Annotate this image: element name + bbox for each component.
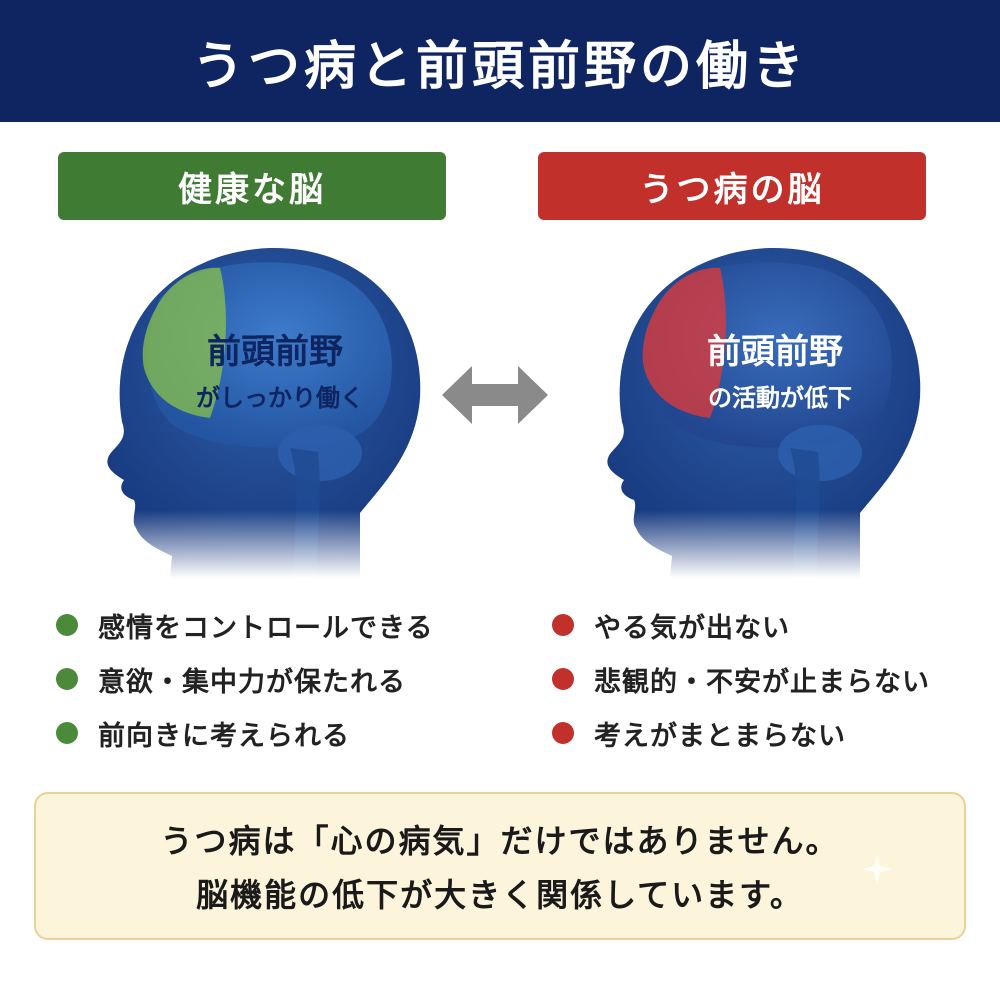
depressed-brain-illustration: 前頭前野 の活動が低下 — [560, 238, 960, 578]
depressed-brain-label: うつ病の脳 — [538, 152, 926, 220]
dot-icon — [552, 614, 574, 636]
healthy-brain-illustration: 前頭前野 がしっかり働く — [60, 238, 460, 578]
summary-note: うつ病は「心の病気」だけではありません。 脳機能の低下が大きく関係しています。 — [34, 792, 966, 940]
depressed-points-list: やる気が出ない 悲観的・不安が止まらない 考えがまとまらない — [552, 598, 930, 760]
list-item-text: やる気が出ない — [594, 612, 790, 644]
note-line-1: うつ病は「心の病気」だけではありません。 — [160, 822, 840, 860]
healthy-overlay-subtitle: がしっかり働く — [196, 384, 364, 412]
list-item: 悲観的・不安が止まらない — [552, 652, 930, 706]
healthy-brain-label: 健康な脳 — [58, 152, 446, 220]
list-item-text: 悲観的・不安が止まらない — [594, 666, 930, 698]
list-item: 意欲・集中力が保たれる — [56, 652, 433, 706]
double-arrow-icon — [442, 366, 548, 424]
page-title: うつ病と前頭前野の働き — [191, 36, 808, 97]
sparkle-icon — [862, 854, 892, 884]
head-silhouette-icon — [60, 238, 460, 578]
list-item-text: 意欲・集中力が保たれる — [98, 666, 406, 698]
dot-icon — [56, 722, 78, 744]
list-item: 感情をコントロールできる — [56, 598, 433, 652]
list-item: 考えがまとまらない — [552, 706, 930, 760]
healthy-points-list: 感情をコントロールできる 意欲・集中力が保たれる 前向きに考えられる — [56, 598, 433, 760]
dot-icon — [552, 722, 574, 744]
list-item-text: 感情をコントロールできる — [98, 612, 434, 644]
list-item: 前向きに考えられる — [56, 706, 433, 760]
depressed-overlay-title: 前頭前野 — [707, 332, 843, 372]
title-banner: うつ病と前頭前野の働き — [0, 0, 1000, 122]
dot-icon — [552, 668, 574, 690]
list-item-text: 考えがまとまらない — [594, 720, 846, 752]
list-item: やる気が出ない — [552, 598, 930, 652]
note-line-2: 脳機能の低下が大きく関係しています。 — [196, 876, 804, 914]
dot-icon — [56, 614, 78, 636]
dot-icon — [56, 668, 78, 690]
depressed-overlay-subtitle: の活動が低下 — [708, 384, 852, 412]
healthy-overlay-title: 前頭前野 — [207, 332, 343, 372]
head-silhouette-icon — [560, 238, 960, 578]
list-item-text: 前向きに考えられる — [98, 720, 350, 752]
